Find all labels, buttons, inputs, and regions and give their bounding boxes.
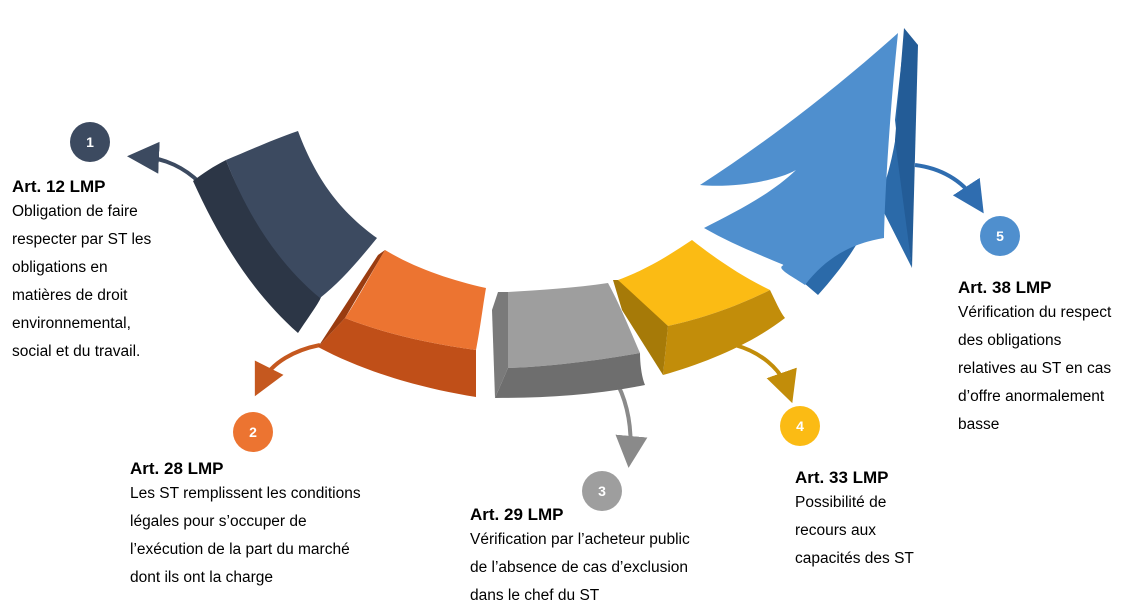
step-1-line: matières de droit <box>12 282 151 310</box>
step-1-text: Art. 12 LMP Obligation de faire respecte… <box>12 176 151 366</box>
step-2-line: l’exécution de la part du marché <box>130 536 361 564</box>
step-3-line: de l’absence de cas d’exclusion <box>470 554 690 582</box>
step-5-number: 5 <box>996 228 1004 244</box>
connector-arrow-1 <box>143 157 200 183</box>
step-3-title: Art. 29 LMP <box>470 504 690 526</box>
step-2-line: légales pour s’occuper de <box>130 508 361 536</box>
step-5-line: Vérification du respect <box>958 299 1111 327</box>
step-5-line: des obligations <box>958 327 1111 355</box>
connector-arrow-3 <box>618 385 631 452</box>
step-1-line: respecter par ST les <box>12 226 151 254</box>
step-5-line: d’offre anormalement <box>958 383 1111 411</box>
step-3-line: dans le chef du ST <box>470 582 690 610</box>
connector-arrow-4 <box>735 345 787 388</box>
step-5-text: Art. 38 LMP Vérification du respect des … <box>958 277 1111 439</box>
step-5-badge: 5 <box>980 216 1020 256</box>
step-3-text: Art. 29 LMP Vérification par l’acheteur … <box>470 504 690 610</box>
step-1-title: Art. 12 LMP <box>12 176 151 198</box>
arc-segment-5 <box>700 28 918 295</box>
step-4-line: recours aux <box>795 517 914 545</box>
step-3-number: 3 <box>598 483 606 499</box>
step-4-number: 4 <box>796 418 804 434</box>
step-1-line: Obligation de faire <box>12 198 151 226</box>
step-1-line: obligations en <box>12 254 151 282</box>
step-5-line: basse <box>958 411 1111 439</box>
step-2-text: Art. 28 LMP Les ST remplissent les condi… <box>130 458 361 592</box>
step-2-number: 2 <box>249 424 257 440</box>
step-2-line: dont ils ont la charge <box>130 564 361 592</box>
step-5-title: Art. 38 LMP <box>958 277 1111 299</box>
step-1-line: environnemental, <box>12 310 151 338</box>
step-4-badge: 4 <box>780 406 820 446</box>
step-1-line: social et du travail. <box>12 338 151 366</box>
step-1-badge: 1 <box>70 122 110 162</box>
step-4-line: Possibilité de <box>795 489 914 517</box>
step-3-line: Vérification par l’acheteur public <box>470 526 690 554</box>
connector-arrow-5 <box>915 165 975 200</box>
step-5-line: relatives au ST en cas <box>958 355 1111 383</box>
step-2-line: Les ST remplissent les conditions <box>130 480 361 508</box>
step-4-text: Art. 33 LMP Possibilité de recours aux c… <box>795 467 914 573</box>
step-2-title: Art. 28 LMP <box>130 458 361 480</box>
step-2-badge: 2 <box>233 412 273 452</box>
step-4-line: capacités des ST <box>795 545 914 573</box>
step-1-number: 1 <box>86 134 94 150</box>
connector-arrow-2 <box>262 345 320 382</box>
step-4-title: Art. 33 LMP <box>795 467 914 489</box>
